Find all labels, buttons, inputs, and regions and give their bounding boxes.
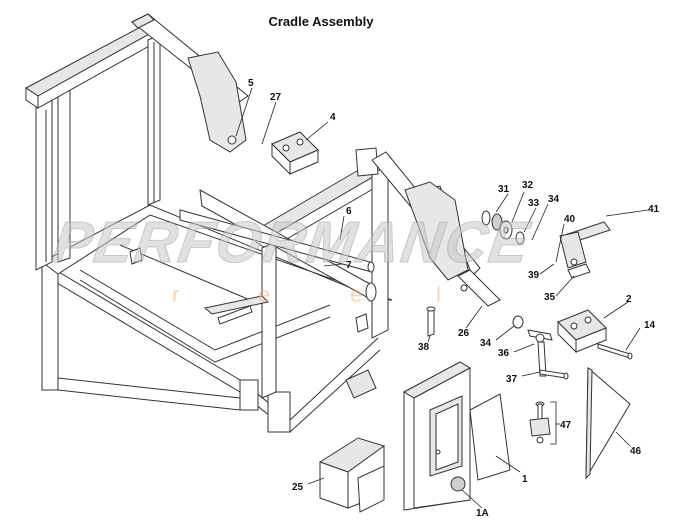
part-label-34a: 34 (548, 194, 560, 205)
latch-part-47 (529, 401, 557, 445)
part-label-41: 41 (648, 204, 660, 215)
part-label-26: 26 (458, 328, 470, 339)
part-label-47: 47 (560, 420, 572, 431)
diagram-title: Cradle Assembly (268, 14, 374, 29)
cabinet-part-1 (402, 361, 511, 511)
pin-part-14 (597, 343, 633, 360)
panel-part-46 (585, 366, 631, 480)
part-label-6: 6 (346, 206, 352, 217)
watermark: PERFORMANCE r e e l (49, 210, 535, 307)
part-label-25: 25 (292, 482, 304, 493)
washer-stack-31-33 (481, 210, 525, 245)
part-label-35: 35 (544, 292, 556, 303)
bracket-part-2 (557, 309, 607, 354)
part-label-31: 31 (498, 184, 510, 195)
part-label-46: 46 (630, 446, 642, 457)
part-label-1a: 1A (476, 508, 489, 519)
part-label-2: 2 (626, 294, 632, 305)
watermark-letter: r (172, 282, 179, 307)
watermark-letter: e (258, 282, 270, 307)
part-label-40: 40 (564, 214, 576, 225)
part-label-33: 33 (528, 198, 540, 209)
part-label-38: 38 (418, 342, 430, 353)
link-part-26 (457, 269, 501, 307)
rod-part-37 (537, 341, 569, 380)
part-label-34b: 34 (480, 338, 492, 349)
watermark-text: PERFORMANCE (49, 210, 534, 275)
bracket-part-4 (271, 131, 319, 176)
bolt-part-38 (426, 306, 436, 337)
part-label-4: 4 (330, 112, 336, 123)
part-label-36: 36 (498, 348, 510, 359)
part-label-27: 27 (270, 92, 282, 103)
part-label-32: 32 (522, 180, 534, 191)
part-label-14: 14 (644, 320, 656, 331)
part-label-37: 37 (506, 374, 518, 385)
part-label-39: 39 (528, 270, 540, 281)
part-label-5: 5 (248, 78, 254, 89)
leader-lines (235, 87, 649, 509)
watermark-letter: e (350, 282, 362, 307)
cover-part-25 (318, 437, 386, 513)
cradle-frame (25, 13, 481, 434)
bushing-part-34-36 (512, 315, 553, 343)
part-labels: 1 1A 2 4 5 6 7 14 25 26 27 31 32 33 34 34 35 36 37 38 39 40 41… (248, 78, 660, 519)
part-label-7: 7 (346, 260, 352, 271)
lever-part-40 (559, 231, 587, 269)
part-label-1: 1 (522, 474, 528, 485)
clip-part-35 (567, 263, 591, 279)
watermark-letter: l (436, 282, 441, 307)
